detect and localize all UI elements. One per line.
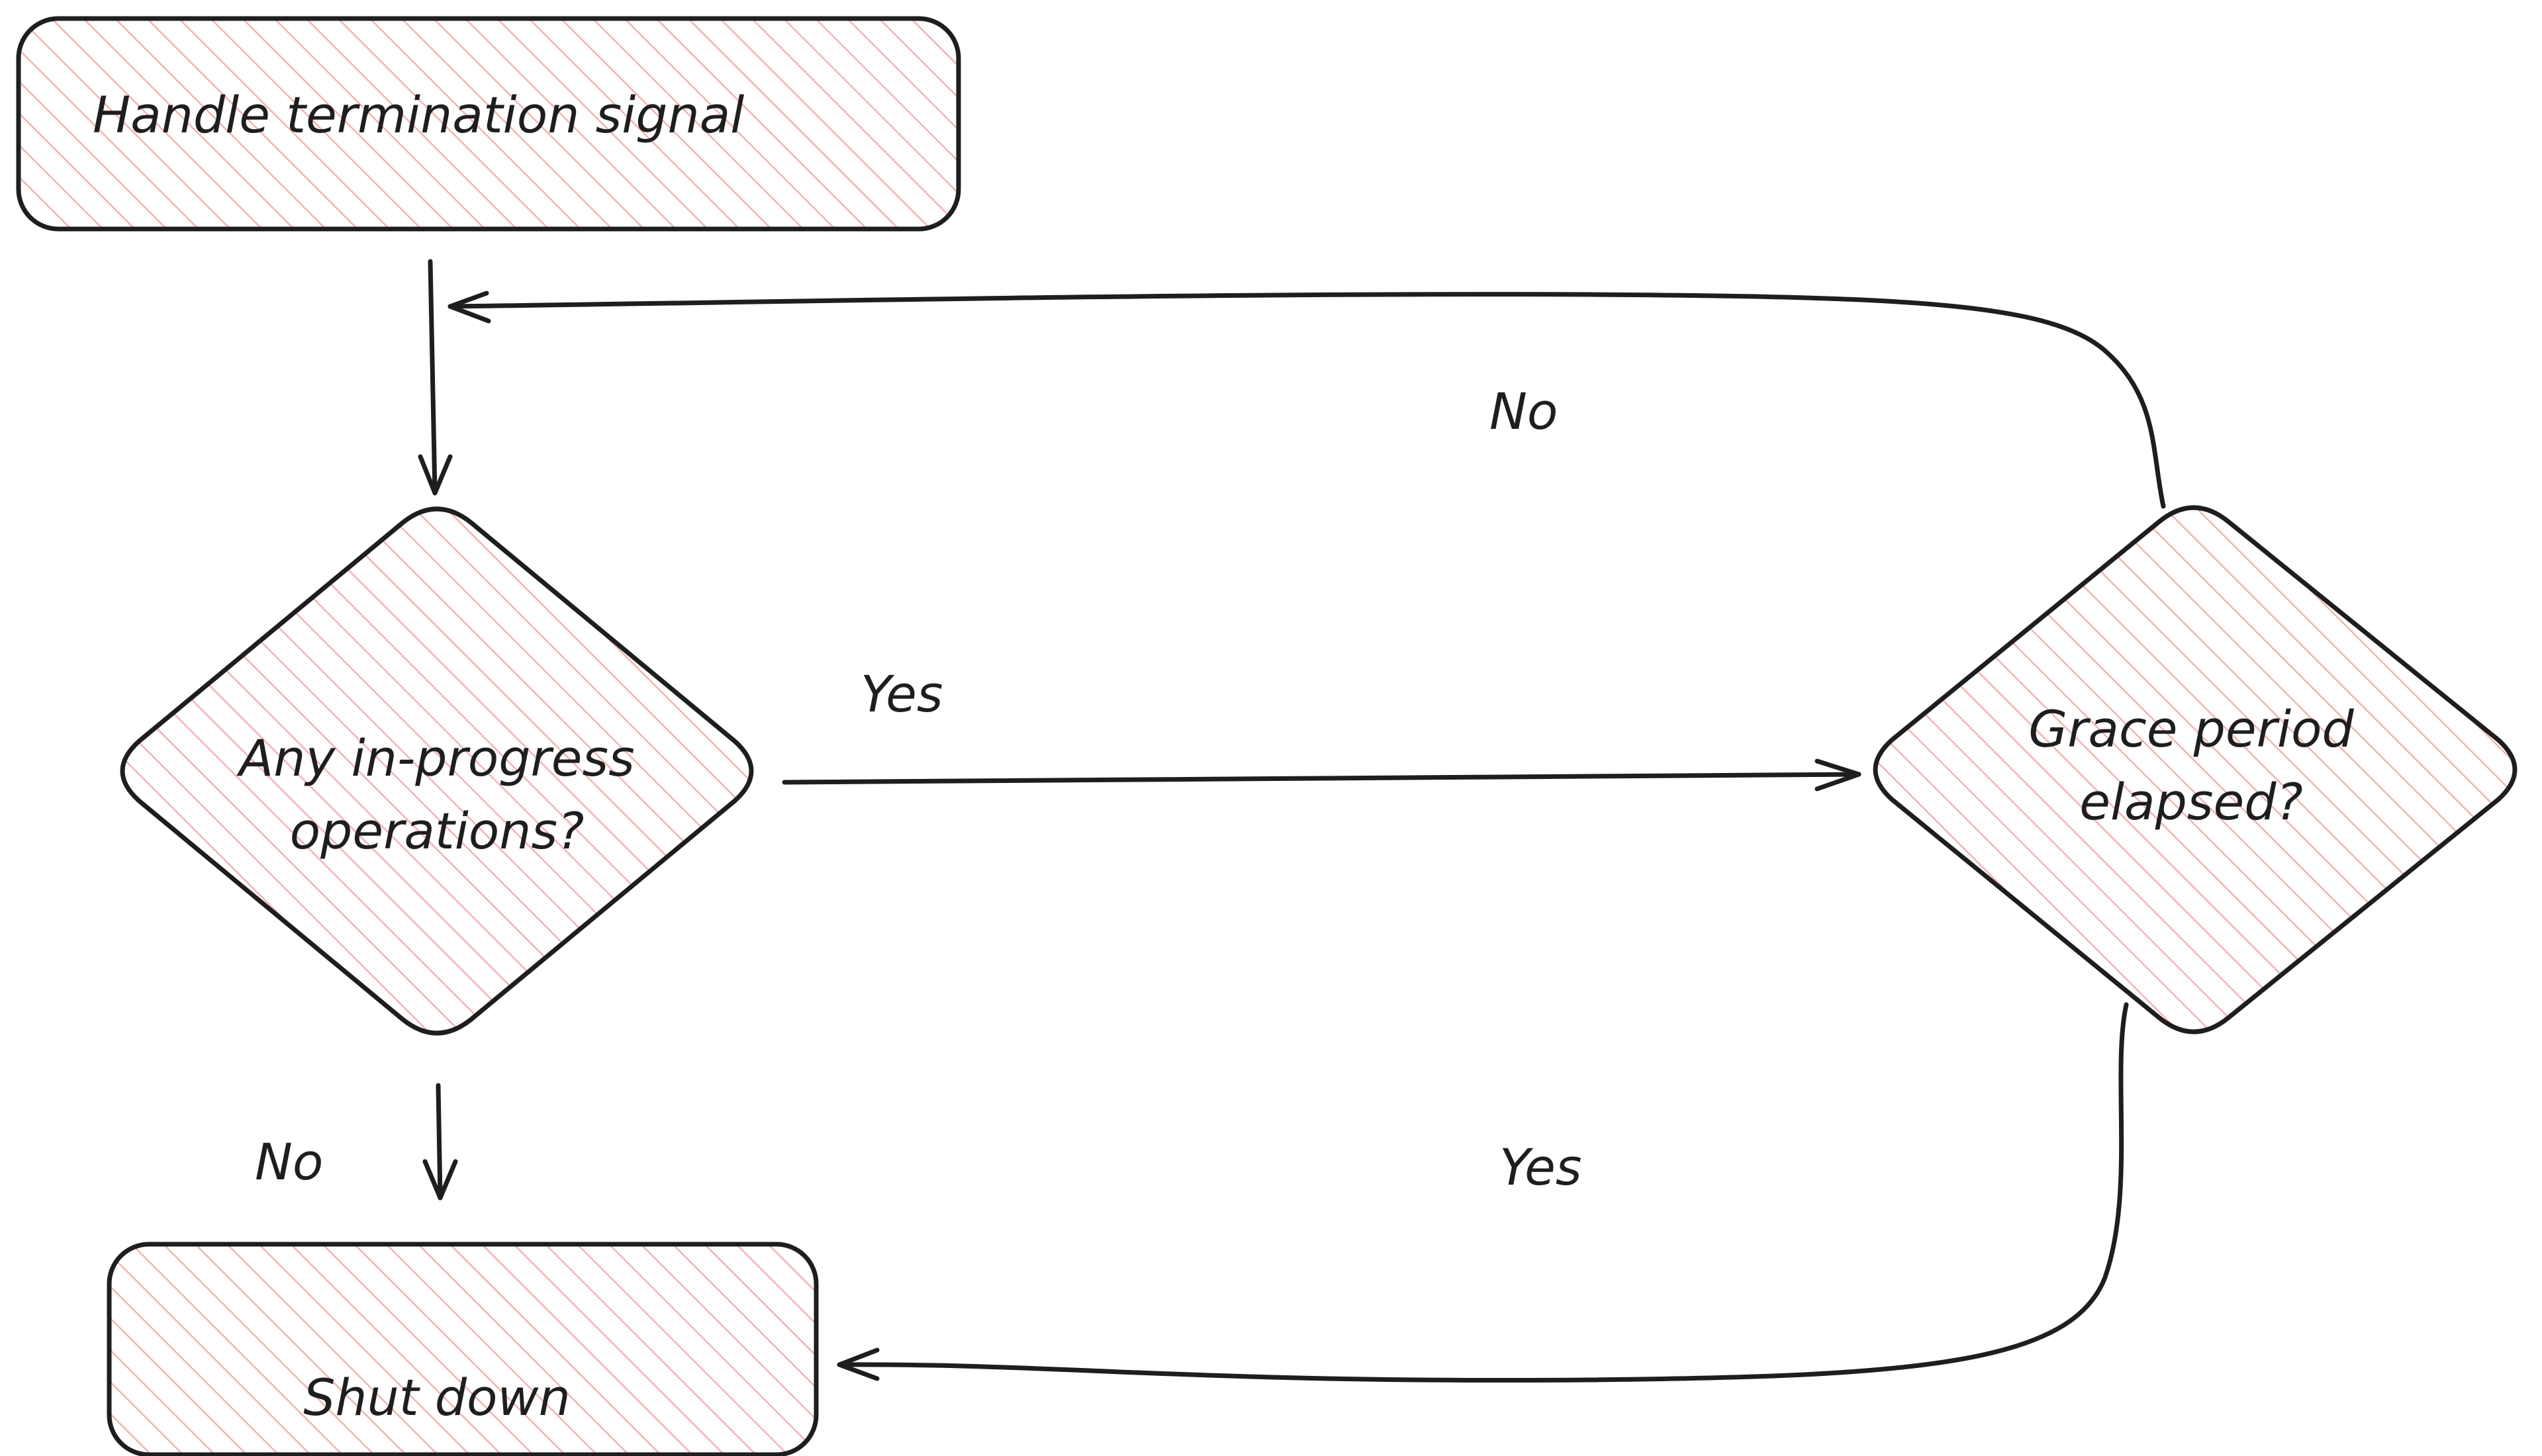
edge-yes-line [782, 772, 1861, 785]
edge-grace-no-label: No [1489, 382, 1558, 441]
node-grace-label-line2: elapsed? [2079, 772, 2303, 831]
node-any-in-progress-operations[interactable]: Any in-progress operations? [120, 506, 754, 1036]
node-shutdown-label: Shut down [303, 1368, 571, 1427]
edge-start-line [428, 259, 438, 496]
edge-in-progress-no[interactable]: No [255, 1083, 458, 1201]
edge-grace-no-line [447, 292, 2166, 509]
node-shut-down[interactable]: Shut down [107, 1242, 819, 1456]
edge-yes-arrowhead [1814, 758, 1861, 792]
edge-start-to-in-progress[interactable] [418, 259, 453, 496]
edge-start-arrowhead [418, 454, 453, 496]
node-start-label: Handle termination signal [93, 85, 744, 144]
edge-in-progress-yes-label: Yes [861, 664, 943, 723]
node-grace-label-line1: Grace period [2028, 700, 2354, 758]
edge-no-line [436, 1083, 443, 1201]
node-grace-diamond [1873, 505, 2518, 1034]
node-shutdown-box [107, 1242, 819, 1456]
edge-grace-yes-line [837, 1002, 2129, 1383]
node-in-progress-diamond [120, 506, 754, 1036]
edge-grace-yes-arrowhead [837, 1347, 880, 1381]
edge-grace-no-arrowhead [447, 291, 491, 324]
edge-grace-yes[interactable]: Yes [837, 1002, 2129, 1383]
edge-in-progress-yes[interactable]: Yes [782, 664, 1861, 792]
node-handle-termination-signal[interactable]: Handle termination signal [16, 16, 961, 232]
edge-in-progress-no-label: No [255, 1132, 323, 1191]
edge-no-arrowhead [422, 1159, 458, 1201]
edge-grace-yes-label: Yes [1499, 1138, 1581, 1197]
node-in-progress-label-line2: operations? [290, 801, 585, 860]
node-start-box [16, 16, 961, 232]
edge-grace-no[interactable]: No [447, 291, 2166, 509]
node-in-progress-label-line1: Any in-progress [236, 729, 634, 788]
node-grace-period-elapsed[interactable]: Grace period elapsed? [1873, 505, 2518, 1034]
